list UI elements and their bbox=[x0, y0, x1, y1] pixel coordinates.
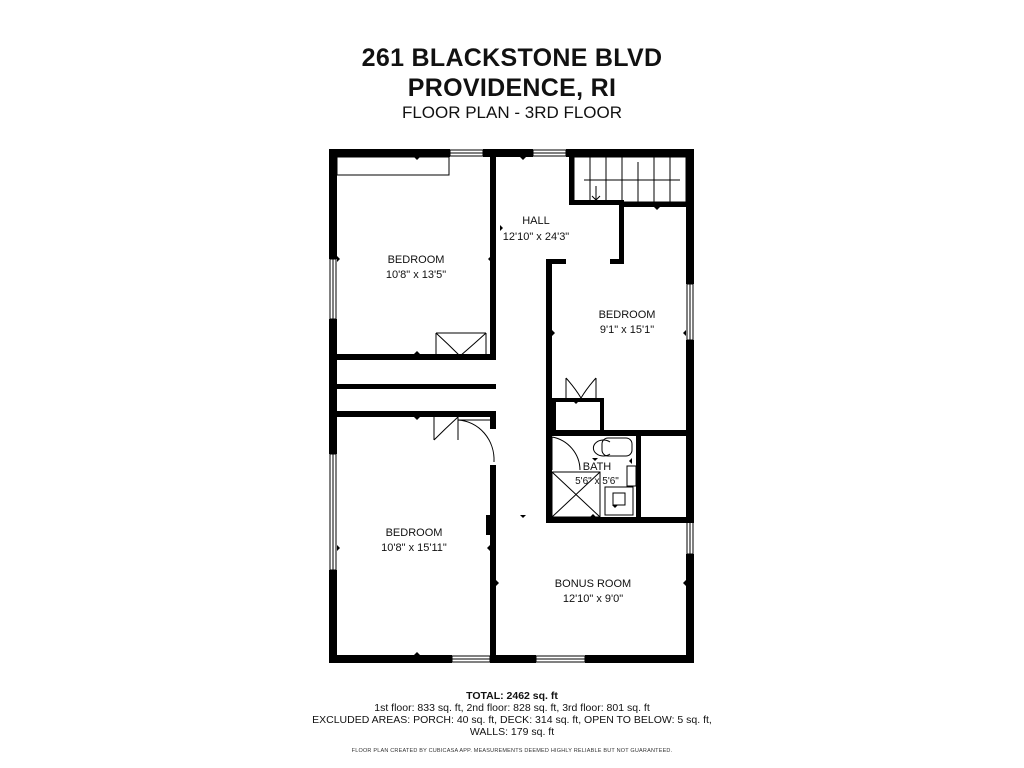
bed3-door-swing bbox=[457, 419, 495, 463]
room-name-bedroom-3: BEDROOM bbox=[386, 527, 443, 539]
room-name-hall: HALL bbox=[522, 215, 550, 227]
total-area: TOTAL: 2462 sq. ft bbox=[466, 690, 558, 702]
room-size-bath: 5'6" x 5'6" bbox=[575, 476, 619, 487]
wall-notch-v bbox=[619, 200, 624, 262]
wardrobe-doors bbox=[565, 377, 597, 399]
closet-door-1 bbox=[435, 332, 487, 357]
fixtures bbox=[336, 156, 687, 518]
wall-right-upper bbox=[686, 149, 694, 284]
room-size-bonus-room: 12'10" x 9'0" bbox=[563, 593, 623, 605]
room-name-bonus-room: BONUS ROOM bbox=[555, 578, 631, 590]
wall-left-upper bbox=[329, 149, 337, 259]
wall-wardrobe-box-t bbox=[552, 398, 604, 402]
wall-bed2-top-r bbox=[610, 259, 624, 264]
sink-basin bbox=[612, 492, 626, 506]
wall-bed2-bottom bbox=[546, 430, 686, 436]
wall-left-mid bbox=[329, 319, 337, 454]
shelf-line bbox=[336, 156, 450, 176]
wall-hall-stub bbox=[486, 515, 496, 535]
address-line-1: 261 BLACKSTONE BLVD bbox=[361, 44, 663, 72]
stair-arrow-icon bbox=[591, 186, 601, 201]
wall-closet-top bbox=[337, 354, 496, 360]
wall-bed3-hall-lower bbox=[490, 465, 496, 655]
address-line-2: PROVIDENCE, RI bbox=[407, 74, 617, 102]
room-size-bedroom-3: 10'8" x 15'11" bbox=[381, 542, 447, 554]
bath-door-swing bbox=[551, 436, 581, 471]
sink-box bbox=[604, 486, 634, 516]
wall-bed2-left bbox=[546, 259, 552, 436]
wall-right-mid bbox=[686, 340, 694, 522]
excluded-areas: EXCLUDED AREAS: PORCH: 40 sq. ft, DECK: … bbox=[312, 714, 712, 726]
toilet-bowl bbox=[592, 439, 611, 457]
room-size-bedroom-2: 9'1" x 15'1" bbox=[600, 324, 654, 336]
wall-bed2-top bbox=[546, 259, 566, 264]
shower-box bbox=[551, 471, 601, 518]
wall-bottom-mid bbox=[490, 655, 536, 663]
room-size-hall: 12'10" x 24'3" bbox=[503, 231, 570, 243]
wall-bottom-right bbox=[585, 655, 694, 663]
walls-area: WALLS: 179 sq. ft bbox=[469, 726, 555, 738]
room-size-bedroom-1: 10'8" x 13'5" bbox=[386, 269, 446, 281]
wall-left-lower bbox=[329, 570, 337, 662]
closet-door-2 bbox=[433, 416, 459, 441]
wall-bath-bottom bbox=[546, 517, 694, 523]
wall-right-lower bbox=[686, 554, 694, 662]
wall-bath-left bbox=[546, 430, 552, 522]
wall-bed1-hall bbox=[490, 157, 496, 357]
room-name-bedroom-2: BEDROOM bbox=[599, 309, 656, 321]
wall-notch-top bbox=[619, 202, 687, 207]
wall-top-mid bbox=[483, 149, 533, 157]
wall-closet-bottom bbox=[337, 411, 496, 417]
shower-x-icon bbox=[551, 471, 601, 518]
bath-shelf bbox=[626, 465, 637, 487]
room-name-bedroom-1: BEDROOM bbox=[388, 254, 445, 266]
wall-top-left bbox=[329, 149, 450, 157]
room-labels: BEDROOM 10'8" x 13'5" HALL 12'10" x 24'3… bbox=[381, 215, 655, 605]
wall-top-right bbox=[566, 149, 694, 157]
room-name-bath: BATH bbox=[583, 461, 612, 473]
wall-bath-mid bbox=[636, 430, 641, 522]
wall-wardrobe-box-r bbox=[600, 398, 604, 430]
stair-outline bbox=[573, 156, 687, 203]
wall-closet-mid bbox=[337, 384, 496, 389]
wall-stair-left bbox=[569, 157, 574, 203]
wall-bed3-hall bbox=[490, 417, 496, 429]
floor-plan-subtitle: FLOOR PLAN - 3RD FLOOR bbox=[401, 103, 623, 122]
disclaimer: FLOOR PLAN CREATED BY CUBICASA APP. MEAS… bbox=[351, 748, 673, 754]
windows bbox=[329, 149, 694, 663]
door-markers bbox=[337, 157, 686, 655]
toilet-tank bbox=[601, 437, 633, 457]
stair-steps bbox=[584, 157, 680, 202]
floor-areas: 1st floor: 833 sq. ft, 2nd floor: 828 sq… bbox=[374, 702, 650, 714]
exterior-walls bbox=[329, 149, 694, 663]
wall-bottom-left bbox=[329, 655, 452, 663]
interior-walls bbox=[337, 157, 694, 655]
wall-wardrobe-box-l bbox=[552, 398, 556, 430]
